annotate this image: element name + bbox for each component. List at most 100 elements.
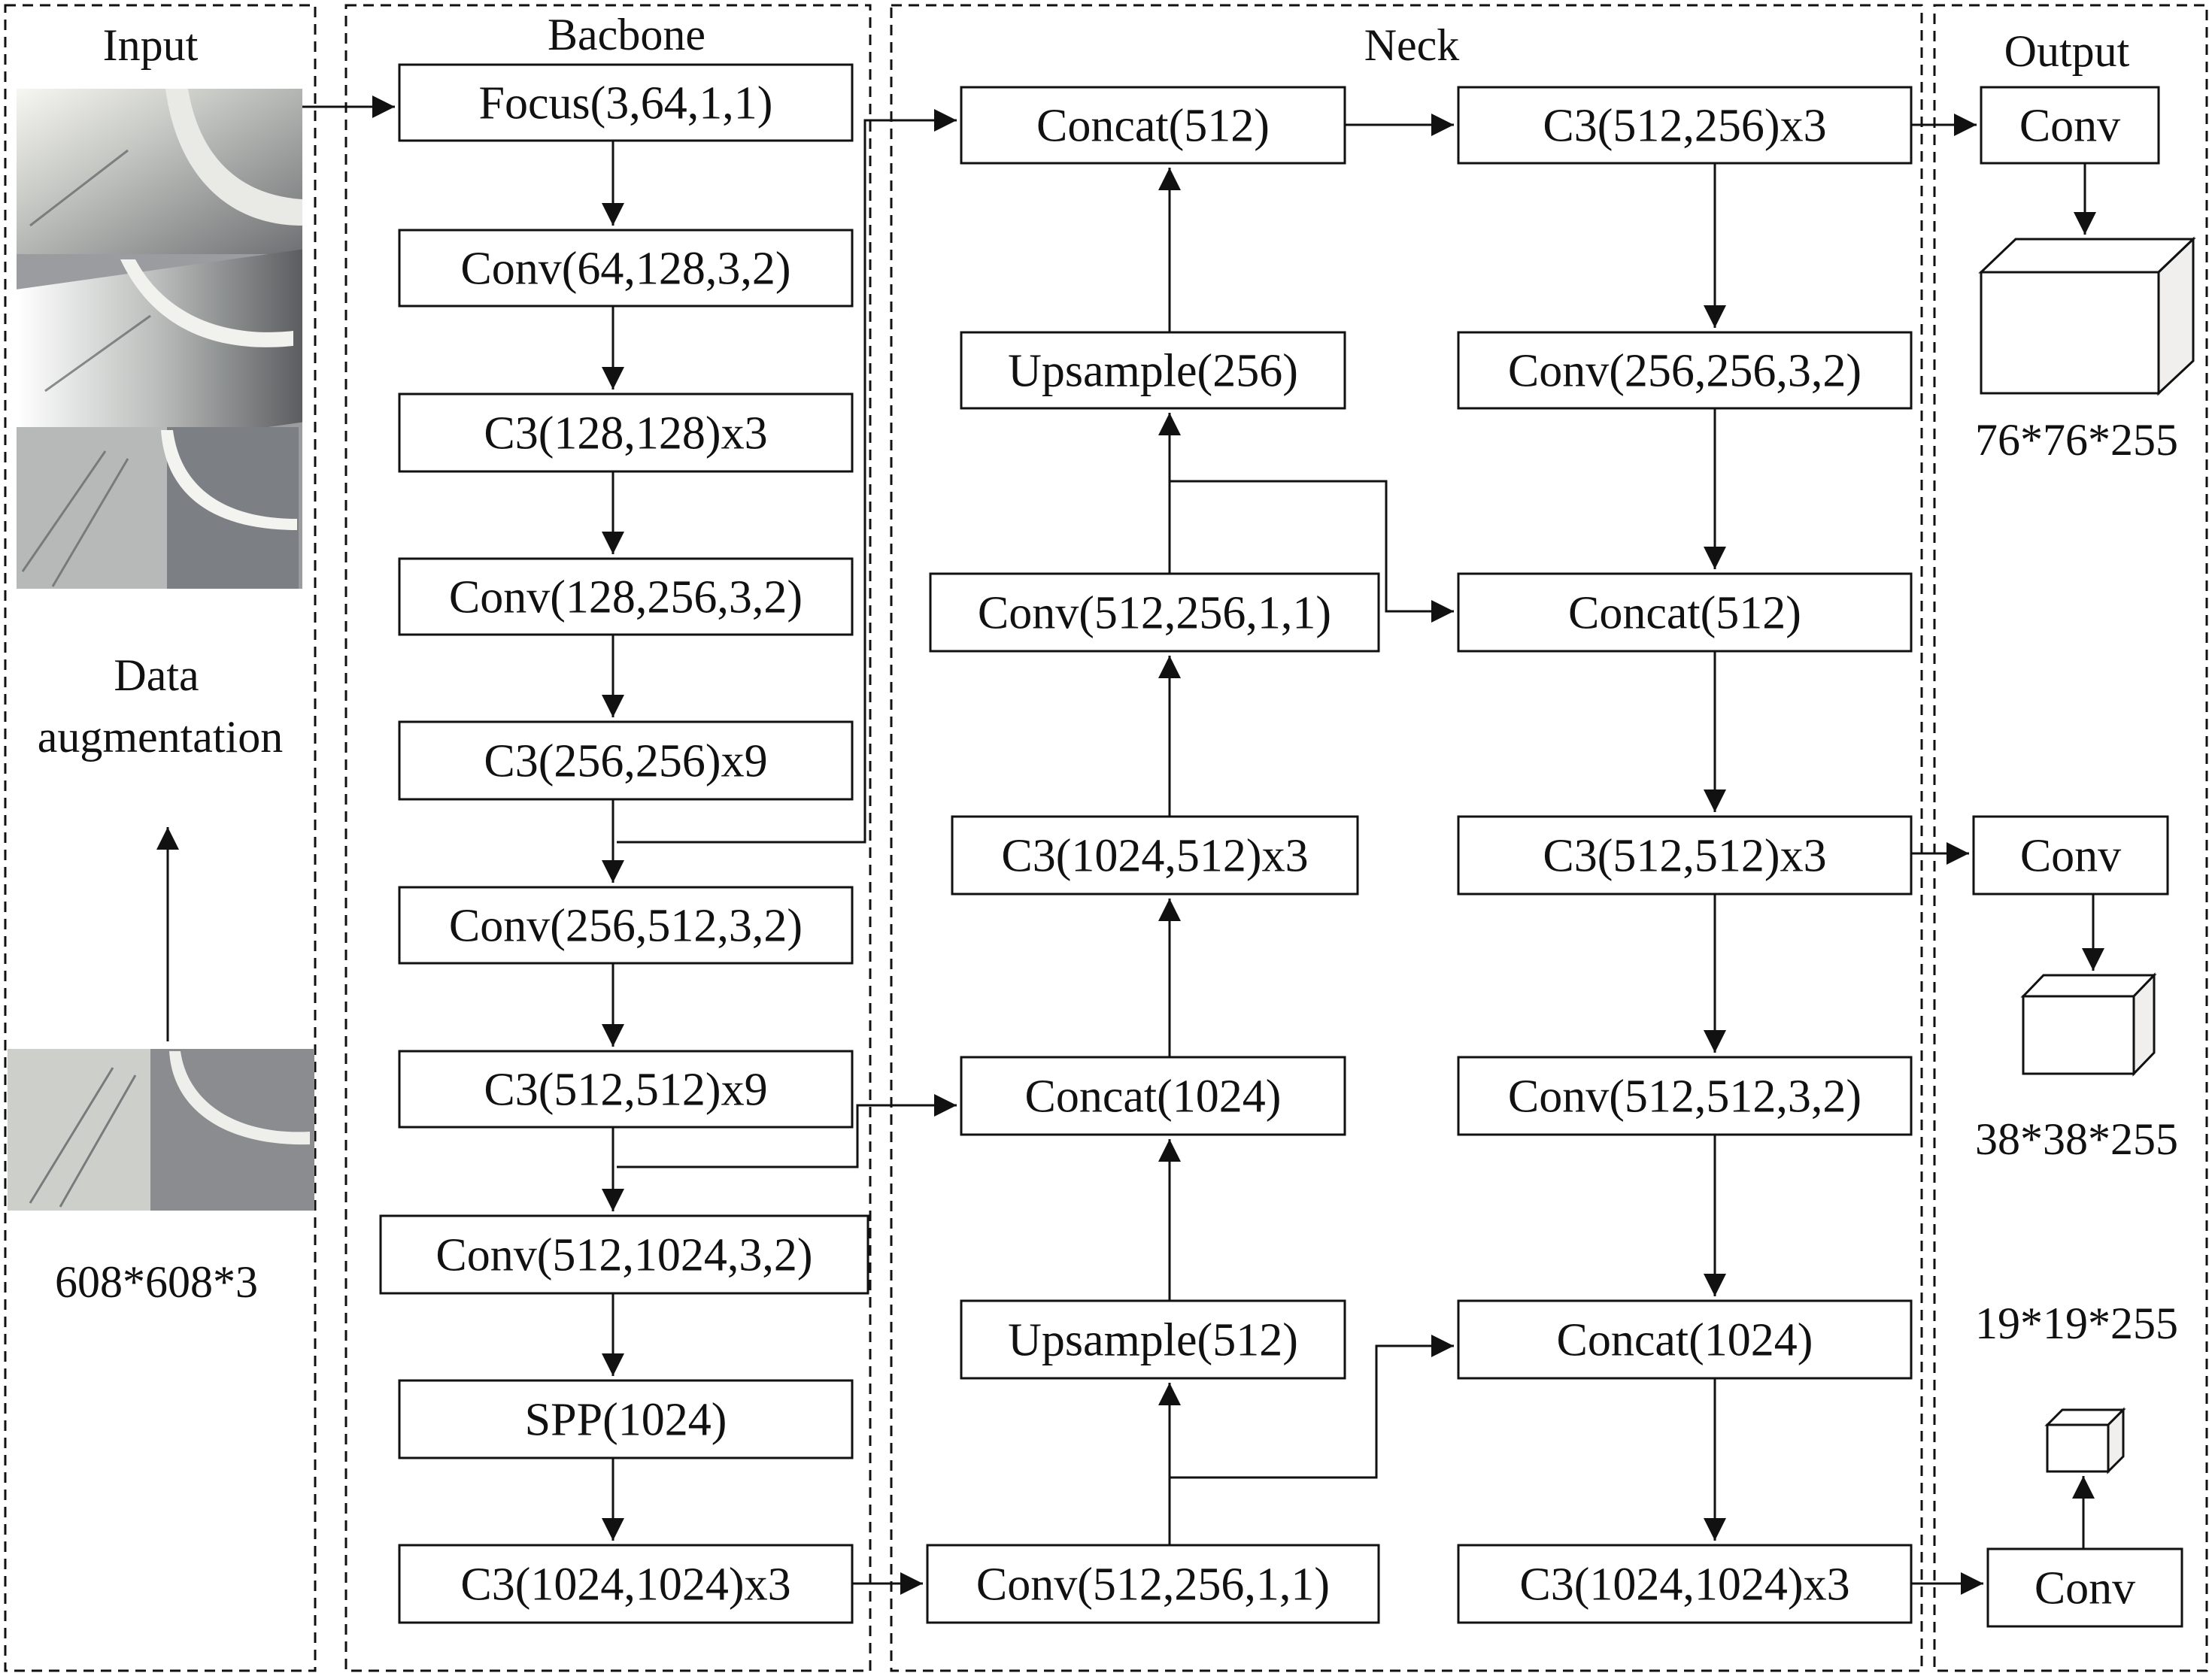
output-tensor-cube-small — [2044, 1407, 2126, 1474]
backbone-conv-2-box-frame — [398, 557, 854, 636]
neck-conv-256-box: Conv(256,256,3,2) — [1457, 331, 1913, 410]
backbone-conv-4-box-label: Conv(512,1024,3,2) — [435, 1230, 812, 1281]
input-size-label: 608*608*3 — [55, 1257, 258, 1307]
backbone-section-frame — [344, 4, 872, 1672]
neck-c3-1024-1024-box: C3(1024,1024)x3 — [1457, 1544, 1913, 1624]
backbone-focus-box-label: Focus(3,64,1,1) — [479, 78, 773, 129]
neck-concat-1024-right-box-label: Concat(1024) — [1557, 1315, 1813, 1366]
neck-section-title: Neck — [1364, 20, 1460, 70]
neck-upsample-256-box-frame — [960, 331, 1346, 410]
backbone-conv-1-box-label: Conv(64,128,3,2) — [460, 244, 790, 295]
neck-upsample-256-box: Upsample(256) — [960, 331, 1346, 410]
skip-c3-256-to-concat-512 — [617, 109, 957, 844]
conv-top-branch-to-concat — [1170, 480, 1454, 623]
backbone-c3-1-box: C3(128,128)x3 — [398, 392, 854, 473]
backbone-c3-4-box: C3(1024,1024)x3 — [398, 1544, 854, 1624]
neck-c3-512-512-box: C3(512,512)x3 — [1457, 815, 1913, 896]
neck-conv-256-box-frame — [1457, 331, 1913, 410]
neck-concat-512-top-box-frame — [960, 86, 1346, 165]
backbone-c3-4-box-frame — [398, 1544, 854, 1624]
backbone-conv-2-box-label: Conv(128,256,3,2) — [449, 572, 803, 623]
augmented-mosaic-image — [17, 89, 302, 589]
neck-conv-256-box-label: Conv(256,256,3,2) — [1508, 346, 1862, 397]
backbone-conv-3-box: Conv(256,512,3,2) — [398, 886, 854, 965]
neck-conv-512-box-label: Conv(512,512,3,2) — [1508, 1071, 1862, 1123]
neck-upsample-256-box-label: Upsample(256) — [1008, 346, 1298, 397]
neck-c3-512-256-box: C3(512,256)x3 — [1457, 86, 1913, 165]
neck-c3-1024-512-box: C3(1024,512)x3 — [951, 815, 1359, 896]
backbone-spp-box-label: SPP(1024) — [525, 1395, 727, 1446]
neck-concat-512-right-box-frame — [1457, 572, 1913, 653]
output-tensor-cube-large — [1978, 236, 2196, 396]
source-tunnel-image — [8, 1049, 314, 1211]
backbone-conv-2-box: Conv(128,256,3,2) — [398, 557, 854, 636]
backbone-focus-box-frame — [398, 63, 854, 142]
neck-concat-1024-left-box-frame — [960, 1056, 1346, 1136]
backbone-c3-2-box: C3(256,256)x9 — [398, 720, 854, 801]
neck-c3-1024-512-box-label: C3(1024,512)x3 — [1001, 831, 1308, 882]
neck-concat-1024-right-box: Concat(1024) — [1457, 1299, 1913, 1380]
neck-concat-512-right-box-label: Concat(512) — [1568, 588, 1801, 639]
output-dim-small: 19*19*255 — [1975, 1299, 2178, 1348]
neck-conv-bottom-box-label: Conv(512,256,1,1) — [976, 1559, 1330, 1611]
neck-concat-512-top-box: Concat(512) — [960, 86, 1346, 165]
backbone-c3-3-box-label: C3(512,512)x9 — [484, 1065, 767, 1116]
backbone-conv-3-box-label: Conv(256,512,3,2) — [449, 901, 803, 952]
backbone-c3-2-box-frame — [398, 720, 854, 801]
neck-conv-top-box-label: Conv(512,256,1,1) — [978, 588, 1331, 639]
backbone-c3-3-box: C3(512,512)x9 — [398, 1050, 854, 1129]
neck-upsample-512-box-label: Upsample(512) — [1008, 1315, 1298, 1366]
neck-conv-bottom-box: Conv(512,256,1,1) — [926, 1544, 1380, 1624]
backbone-c3-3-box-frame — [398, 1050, 854, 1129]
output-conv-2-box: Conv — [1972, 815, 2169, 896]
neck-c3-512-256-box-label: C3(512,256)x3 — [1543, 101, 1826, 152]
neck-c3-1024-1024-box-label: C3(1024,1024)x3 — [1519, 1559, 1849, 1611]
output-conv-3-box: Conv — [1986, 1547, 2183, 1628]
output-conv-2-box-frame — [1972, 815, 2169, 896]
neck-conv-512-box: Conv(512,512,3,2) — [1457, 1056, 1913, 1136]
neck-concat-1024-left-box: Concat(1024) — [960, 1056, 1346, 1136]
output-section-title: Output — [2004, 26, 2130, 76]
output-tensor-cube-medium — [2020, 972, 2157, 1077]
neck-concat-512-right-box: Concat(512) — [1457, 572, 1913, 653]
output-conv-2-box-label: Conv — [2020, 831, 2121, 882]
backbone-conv-4-box-frame — [379, 1214, 869, 1295]
backbone-section-title: Bacbone — [548, 10, 705, 59]
backbone-spp-box-frame — [398, 1379, 854, 1459]
neck-conv-top-box-frame — [929, 572, 1380, 653]
neck-upsample-512-box: Upsample(512) — [960, 1299, 1346, 1380]
neck-conv-top-box: Conv(512,256,1,1) — [929, 572, 1380, 653]
neck-concat-1024-left-box-label: Concat(1024) — [1025, 1071, 1282, 1123]
backbone-conv-1-box: Conv(64,128,3,2) — [398, 229, 854, 308]
neck-c3-1024-512-box-frame — [951, 815, 1359, 896]
data-augmentation-label-line1: Data — [114, 650, 199, 700]
output-conv-1-box-label: Conv — [2019, 101, 2120, 152]
output-conv-1-box: Conv — [1980, 86, 2160, 165]
input-section-frame — [4, 4, 317, 1672]
neck-concat-512-top-box-label: Concat(512) — [1036, 101, 1270, 152]
backbone-conv-4-box: Conv(512,1024,3,2) — [379, 1214, 869, 1295]
neck-c3-512-512-box-label: C3(512,512)x3 — [1543, 831, 1826, 882]
backbone-c3-2-box-label: C3(256,256)x9 — [484, 736, 767, 787]
neck-conv-bottom-box-frame — [926, 1544, 1380, 1624]
neck-concat-1024-right-box-frame — [1457, 1299, 1913, 1380]
backbone-conv-1-box-frame — [398, 229, 854, 308]
neck-conv-512-box-frame — [1457, 1056, 1913, 1136]
output-conv-1-box-frame — [1980, 86, 2160, 165]
backbone-focus-box: Focus(3,64,1,1) — [398, 63, 854, 142]
input-section-title: Input — [103, 20, 199, 70]
neck-section-frame — [890, 4, 1923, 1672]
data-augmentation-label-line2: augmentation — [38, 712, 284, 762]
neck-upsample-512-box-frame — [960, 1299, 1346, 1380]
backbone-spp-box: SPP(1024) — [398, 1379, 854, 1459]
backbone-c3-1-box-label: C3(128,128)x3 — [484, 408, 767, 459]
output-dim-medium: 38*38*255 — [1975, 1114, 2178, 1164]
backbone-c3-4-box-label: C3(1024,1024)x3 — [460, 1559, 790, 1611]
output-dim-large: 76*76*255 — [1975, 415, 2178, 465]
backbone-conv-3-box-frame — [398, 886, 854, 965]
output-conv-3-box-label: Conv — [2034, 1563, 2135, 1614]
backbone-c3-1-box-frame — [398, 392, 854, 473]
neck-c3-512-256-box-frame — [1457, 86, 1913, 165]
neck-c3-512-512-box-frame — [1457, 815, 1913, 896]
